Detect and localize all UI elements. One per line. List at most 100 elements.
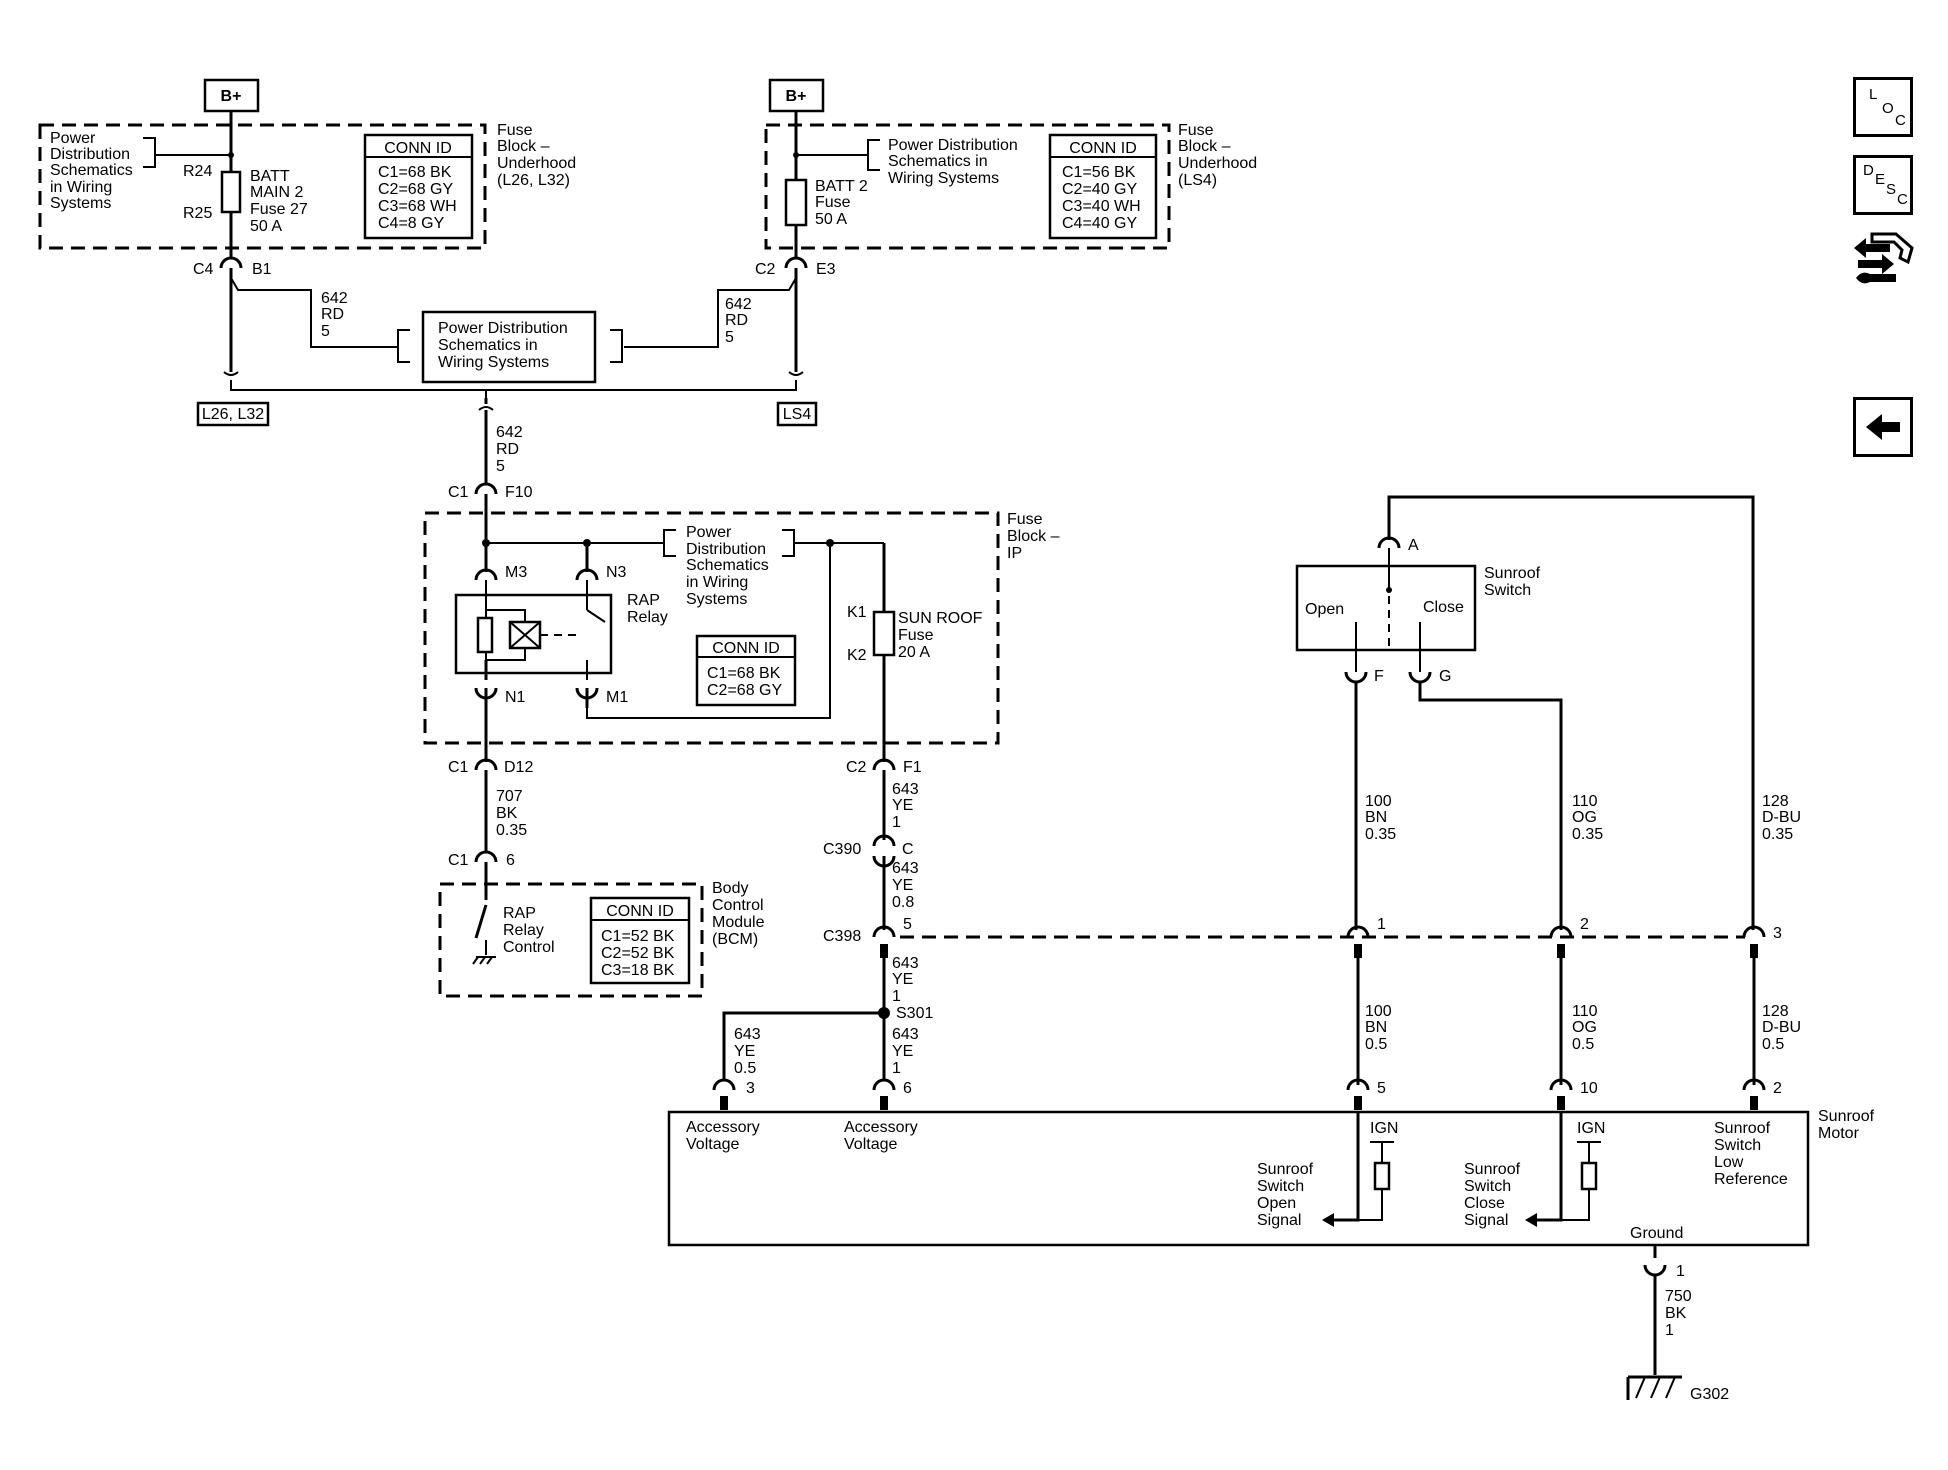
svg-text:Relay: Relay xyxy=(503,922,544,939)
loc-button[interactable]: L O C xyxy=(1853,77,1913,137)
svg-text:Fuse: Fuse xyxy=(497,122,533,139)
rap-relay-control-label: RAP Relay Control xyxy=(503,905,555,956)
svg-text:643: 643 xyxy=(892,1026,919,1043)
svg-text:BN: BN xyxy=(1365,809,1387,826)
svg-text:Sunroof: Sunroof xyxy=(1257,1161,1314,1178)
svg-text:C398: C398 xyxy=(823,928,861,945)
svg-text:643: 643 xyxy=(892,860,919,877)
svg-text:Wiring Systems: Wiring Systems xyxy=(888,170,999,187)
svg-text:C2: C2 xyxy=(846,759,867,776)
svg-text:Schematics: Schematics xyxy=(686,557,769,574)
svg-text:C: C xyxy=(902,841,914,858)
svg-text:Voltage: Voltage xyxy=(686,1136,739,1153)
svg-text:642: 642 xyxy=(725,296,752,313)
accessory-voltage-2-label: Accessory Voltage xyxy=(844,1119,918,1153)
svg-text:Schematics in: Schematics in xyxy=(888,153,988,170)
svg-text:1: 1 xyxy=(892,1060,901,1077)
rap-relay: RAP Relay xyxy=(454,580,668,680)
svg-text:6: 6 xyxy=(903,1080,912,1097)
pds-ref-center: Power Distribution Schematics in Wiring … xyxy=(397,310,623,384)
svg-text:Signal: Signal xyxy=(1257,1212,1301,1229)
fuse-sun-roof xyxy=(872,610,896,657)
wire-128-top-label: 128 D-BU 0.35 xyxy=(1762,793,1801,843)
svg-text:1: 1 xyxy=(892,988,901,1005)
svg-text:Block –: Block – xyxy=(1178,138,1231,155)
svg-text:20 A: 20 A xyxy=(898,644,930,661)
svg-text:Wiring Systems: Wiring Systems xyxy=(438,354,549,371)
svg-text:5: 5 xyxy=(321,323,330,340)
svg-text:YE: YE xyxy=(734,1043,755,1060)
wire-643-label-08: 643 YE 0.8 xyxy=(892,860,919,911)
svg-text:50 A: 50 A xyxy=(815,211,847,228)
svg-text:100: 100 xyxy=(1365,793,1392,810)
desc-letter-c: C xyxy=(1897,191,1908,208)
svg-text:1: 1 xyxy=(1665,1322,1674,1339)
svg-text:C4=40 GY: C4=40 GY xyxy=(1062,215,1137,232)
svg-text:Schematics: Schematics xyxy=(50,162,133,179)
svg-text:Reference: Reference xyxy=(1714,1171,1788,1188)
svg-text:Block –: Block – xyxy=(1007,528,1060,545)
svg-text:0.35: 0.35 xyxy=(1762,826,1793,843)
battery-left: B+ xyxy=(203,78,260,113)
conn-id-underhood-right: CONN ID C1=56 BK C2=40 GY C3=40 WH C4=40… xyxy=(1048,133,1158,240)
svg-text:D12: D12 xyxy=(504,759,533,776)
svg-text:0.5: 0.5 xyxy=(1572,1036,1594,1053)
svg-text:Sunroof: Sunroof xyxy=(1464,1161,1521,1178)
option-label-right: LS4 xyxy=(776,401,818,427)
svg-text:C2=68 GY: C2=68 GY xyxy=(707,682,782,699)
ground-label: Ground xyxy=(1630,1225,1683,1242)
svg-text:643: 643 xyxy=(892,955,919,972)
svg-text:Close: Close xyxy=(1423,599,1464,616)
low-reference-label: Sunroof Switch Low Reference xyxy=(1714,1120,1788,1188)
swap-wrench-icon[interactable] xyxy=(1850,228,1920,298)
battery-left-label: B+ xyxy=(221,88,242,105)
wire-642-right-label: 642 RD 5 xyxy=(725,296,752,346)
battery-right-label: B+ xyxy=(786,88,807,105)
svg-text:OG: OG xyxy=(1572,809,1597,826)
svg-text:C4: C4 xyxy=(193,261,214,278)
bcm-title: Body Control Module (BCM) xyxy=(712,880,765,948)
svg-text:750: 750 xyxy=(1665,1288,1692,1305)
svg-text:BN: BN xyxy=(1365,1019,1387,1036)
svg-text:Sunroof: Sunroof xyxy=(1484,565,1541,582)
svg-text:in Wiring: in Wiring xyxy=(50,179,112,196)
back-button[interactable] xyxy=(1853,397,1913,457)
pds-ref-left: Power Distribution Schematics in Wiring … xyxy=(50,130,231,212)
svg-text:C1=68 BK: C1=68 BK xyxy=(707,665,781,682)
wire-643-label-after: 643 YE 1 xyxy=(892,955,919,1005)
svg-text:YE: YE xyxy=(892,1043,913,1060)
svg-text:C1: C1 xyxy=(448,484,469,501)
svg-text:707: 707 xyxy=(496,788,523,805)
fuse-batt2-label: BATT 2 Fuse 50 A xyxy=(815,178,868,228)
svg-text:RAP: RAP xyxy=(627,592,660,609)
desc-button[interactable]: D E S C xyxy=(1853,155,1913,215)
svg-text:in Wiring: in Wiring xyxy=(686,574,748,591)
close-signal-circuit: IGN Sunroof Switch Close Signal xyxy=(1464,1112,1605,1229)
svg-text:IGN: IGN xyxy=(1577,1120,1605,1137)
svg-text:2: 2 xyxy=(1773,1080,1782,1097)
svg-text:CONN ID: CONN ID xyxy=(1069,140,1137,157)
svg-text:C2=68 GY: C2=68 GY xyxy=(378,181,453,198)
svg-text:110: 110 xyxy=(1572,1003,1598,1020)
svg-text:Body: Body xyxy=(712,880,748,897)
svg-text:6: 6 xyxy=(506,852,515,869)
conn-id-bcm: CONN ID C1=52 BK C2=52 BK C3=18 BK xyxy=(589,896,691,985)
fuse-batt-main2 xyxy=(220,170,242,214)
svg-text:BATT 2: BATT 2 xyxy=(815,178,868,195)
svg-text:Control: Control xyxy=(712,897,764,914)
svg-text:CONN ID: CONN ID xyxy=(384,140,452,157)
svg-text:0.5: 0.5 xyxy=(734,1060,756,1077)
svg-text:IGN: IGN xyxy=(1370,1120,1398,1137)
svg-text:Close: Close xyxy=(1464,1195,1505,1212)
accessory-voltage-1-label: Accessory Voltage xyxy=(686,1119,760,1153)
svg-text:Systems: Systems xyxy=(686,591,747,608)
svg-text:SUN ROOF: SUN ROOF xyxy=(898,610,983,627)
sunroof-motor-title: Sunroof Motor xyxy=(1818,1108,1875,1142)
svg-text:Block –: Block – xyxy=(497,138,550,155)
svg-text:0.5: 0.5 xyxy=(1762,1036,1784,1053)
svg-text:Switch: Switch xyxy=(1257,1178,1304,1195)
svg-text:A: A xyxy=(1408,537,1419,554)
desc-letter-d: D xyxy=(1863,162,1874,179)
loc-letter-l: L xyxy=(1869,86,1878,103)
